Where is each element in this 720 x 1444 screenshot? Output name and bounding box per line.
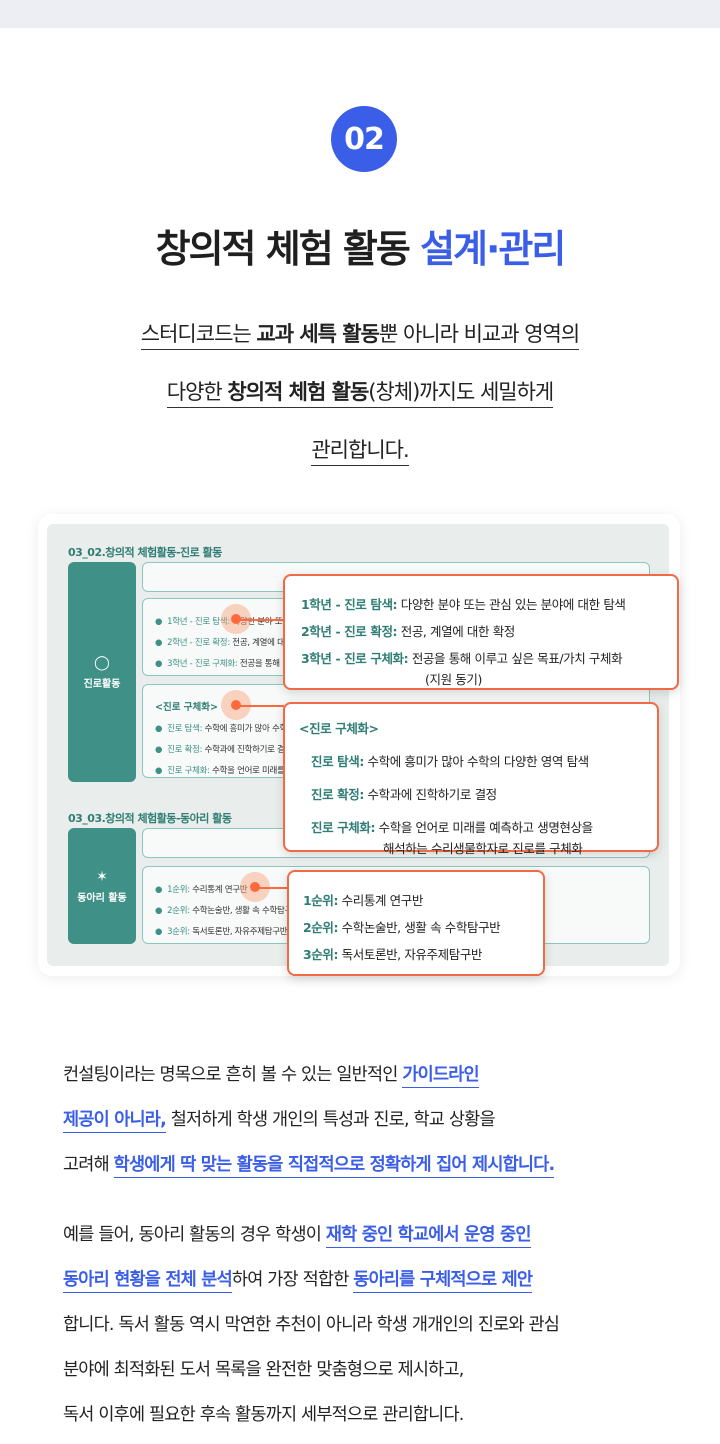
pane-subtitle: <진로 구체화> <box>155 702 218 713</box>
paragraph-line: 제공이 아니라, 철저하게 학생 개인의 특성과 진로, 학교 상황을 <box>63 1098 683 1143</box>
callout-row-cont: (지원 동기) <box>425 672 482 687</box>
intro-line-2: 다양한 창의적 체험 활동(창체)까지도 세밀하게 <box>0 376 720 408</box>
list-item: ●1학년 - 진로 탐색: 다양한 분야 또는 관심 있는 <box>155 617 325 627</box>
callout-heading: <진로 구체화> <box>299 721 379 736</box>
callout-row: 진로 확정: 수학과에 진학하기로 결정 <box>311 787 497 802</box>
callout-career-detail: <진로 구체화> 진로 탐색: 수학에 흥미가 많아 수학의 다양한 영역 탐색… <box>283 702 659 856</box>
highlight-text: 동아리를 구체적으로 제안 <box>353 1270 533 1293</box>
section2-title: 03_03.창의적 체험활동-동아리 활동 <box>68 812 232 825</box>
headline-accent: 설계·관리 <box>420 227 566 271</box>
paragraph-line: 고려해 학생에게 딱 맞는 활동을 직접적으로 정확하게 집어 제시합니다. <box>63 1143 683 1188</box>
list-item: ●3학년 - 진로 구체화: 전공을 통해 이루고 싶은 <box>155 659 323 669</box>
paragraph-2: 예를 들어, 동아리 활동의 경우 학생이 재학 중인 학교에서 운영 중인 동… <box>63 1213 683 1438</box>
highlight-text: 재학 중인 학교에서 운영 중인 <box>325 1225 531 1248</box>
callout-club-rank: 1순위: 수리통계 연구반 2순위: 수학논술반, 생활 속 수학탐구반 3순위… <box>287 870 545 976</box>
connector-line <box>255 887 287 889</box>
paragraph-line: 독서 이후에 필요한 후속 활동까지 세부적으로 관리합니다. <box>63 1405 464 1425</box>
list-item: ●2학년 - 진로 확정: 전공, 계열에 대한 확정 <box>155 638 310 648</box>
paragraph-line: 컨설팅이라는 명목으로 흔히 볼 수 있는 일반적인 가이드라인 <box>63 1053 683 1098</box>
connector-line <box>236 705 284 707</box>
intro-text: 다양한 <box>166 380 228 404</box>
side-block-club: ✶ 동아리 활동 <box>68 828 136 944</box>
highlight-text: 동아리 현황을 전체 분석 <box>63 1270 233 1293</box>
paragraph-line: 합니다. 독서 활동 역시 막연한 추천이 아니라 학생 개개인의 진로와 관심 <box>63 1315 560 1335</box>
callout-career-years: 1학년 - 진로 탐색: 다양한 분야 또는 관심 있는 분야에 대한 탐색 2… <box>283 574 679 690</box>
side-label: 진로활동 <box>83 678 121 690</box>
intro-bold: 창의적 체험 활동 <box>227 380 369 404</box>
list-item: ●1순위: 수리통계 연구반 <box>155 885 248 895</box>
top-bar <box>0 0 720 28</box>
step-number-badge: 02 <box>331 106 397 172</box>
sparkle-person-icon: ✶ <box>96 868 108 885</box>
paragraph-1: 컨설팅이라는 명목으로 흔히 볼 수 있는 일반적인 가이드라인 제공이 아니라… <box>63 1053 683 1188</box>
intro-text: 뿐 아니라 비교과 영역의 <box>378 322 580 346</box>
highlight-text: 제공이 아니라, <box>63 1110 167 1133</box>
callout-row: 2학년 - 진로 확정: 전공, 계열에 대한 확정 <box>301 624 515 639</box>
intro-text: 관리합니다. <box>311 438 409 462</box>
callout-row: 진로 구체화: 수학을 언어로 미래를 예측하고 생명현상을 <box>311 820 593 835</box>
paragraph-line: 예를 들어, 동아리 활동의 경우 학생이 재학 중인 학교에서 운영 중인 <box>63 1213 683 1258</box>
side-label: 동아리 활동 <box>77 892 127 904</box>
callout-row: 3학년 - 진로 구체화: 전공을 통해 이루고 싶은 목표/가치 구체화 <box>301 651 623 666</box>
intro-line-3: 관리합니다. <box>0 434 720 466</box>
section1-title: 03_02.창의적 체험활동-진로 활동 <box>68 546 222 559</box>
people-icon: ◯ <box>94 654 110 671</box>
paragraph-line: 동아리 현황을 전체 분석하여 가장 적합한 동아리를 구체적으로 제안 <box>63 1258 683 1303</box>
intro-text: 스터디코드는 <box>140 322 257 346</box>
callout-row: 1학년 - 진로 탐색: 다양한 분야 또는 관심 있는 분야에 대한 탐색 <box>301 597 626 612</box>
callout-row: 3순위: 독서토론반, 자유주제탐구반 <box>303 947 483 962</box>
intro-bold: 교과 세특 활동 <box>256 322 380 346</box>
callout-row: 1순위: 수리통계 연구반 <box>303 893 423 908</box>
list-item: ●2순위: 수학논술반, 생활 속 수학탐구반 <box>155 906 300 916</box>
list-item: ●3순위: 독서토론반, 자유주제탐구반 <box>155 927 288 937</box>
step-number: 02 <box>344 121 385 157</box>
intro-text: (창체)까지도 세밀하게 <box>368 380 554 404</box>
intro-line-1: 스터디코드는 교과 세특 활동뿐 아니라 비교과 영역의 <box>0 318 720 350</box>
section-headline: 창의적 체험 활동 설계·관리 <box>0 218 720 273</box>
callout-row-cont: 해석하는 수리생물학자로 진로를 구체화 <box>383 841 583 856</box>
paragraph-line: 분야에 최적화된 도서 목록을 완전한 맞춤형으로 제시하고, <box>63 1360 464 1380</box>
highlight-text: 가이드라인 <box>402 1065 480 1088</box>
side-block-career: ◯ 진로활동 <box>68 562 136 782</box>
list-item: ●진로 탐색: 수학에 흥미가 많아 수학의 <box>155 724 295 734</box>
connector-line <box>236 619 284 621</box>
headline-main: 창의적 체험 활동 <box>155 227 421 271</box>
list-item: ●진로 구체화: 수학을 언어로 미래를 예측 <box>155 766 303 776</box>
callout-row: 진로 탐색: 수학에 흥미가 많아 수학의 다양한 영역 탐색 <box>311 754 589 769</box>
callout-row: 2순위: 수학논술반, 생활 속 수학탐구반 <box>303 920 501 935</box>
list-item: ●진로 확정: 수학과에 진학하기로 결정 <box>155 745 293 755</box>
highlight-text: 학생에게 딱 맞는 활동을 직접적으로 정확하게 집어 제시합니다. <box>113 1155 555 1178</box>
